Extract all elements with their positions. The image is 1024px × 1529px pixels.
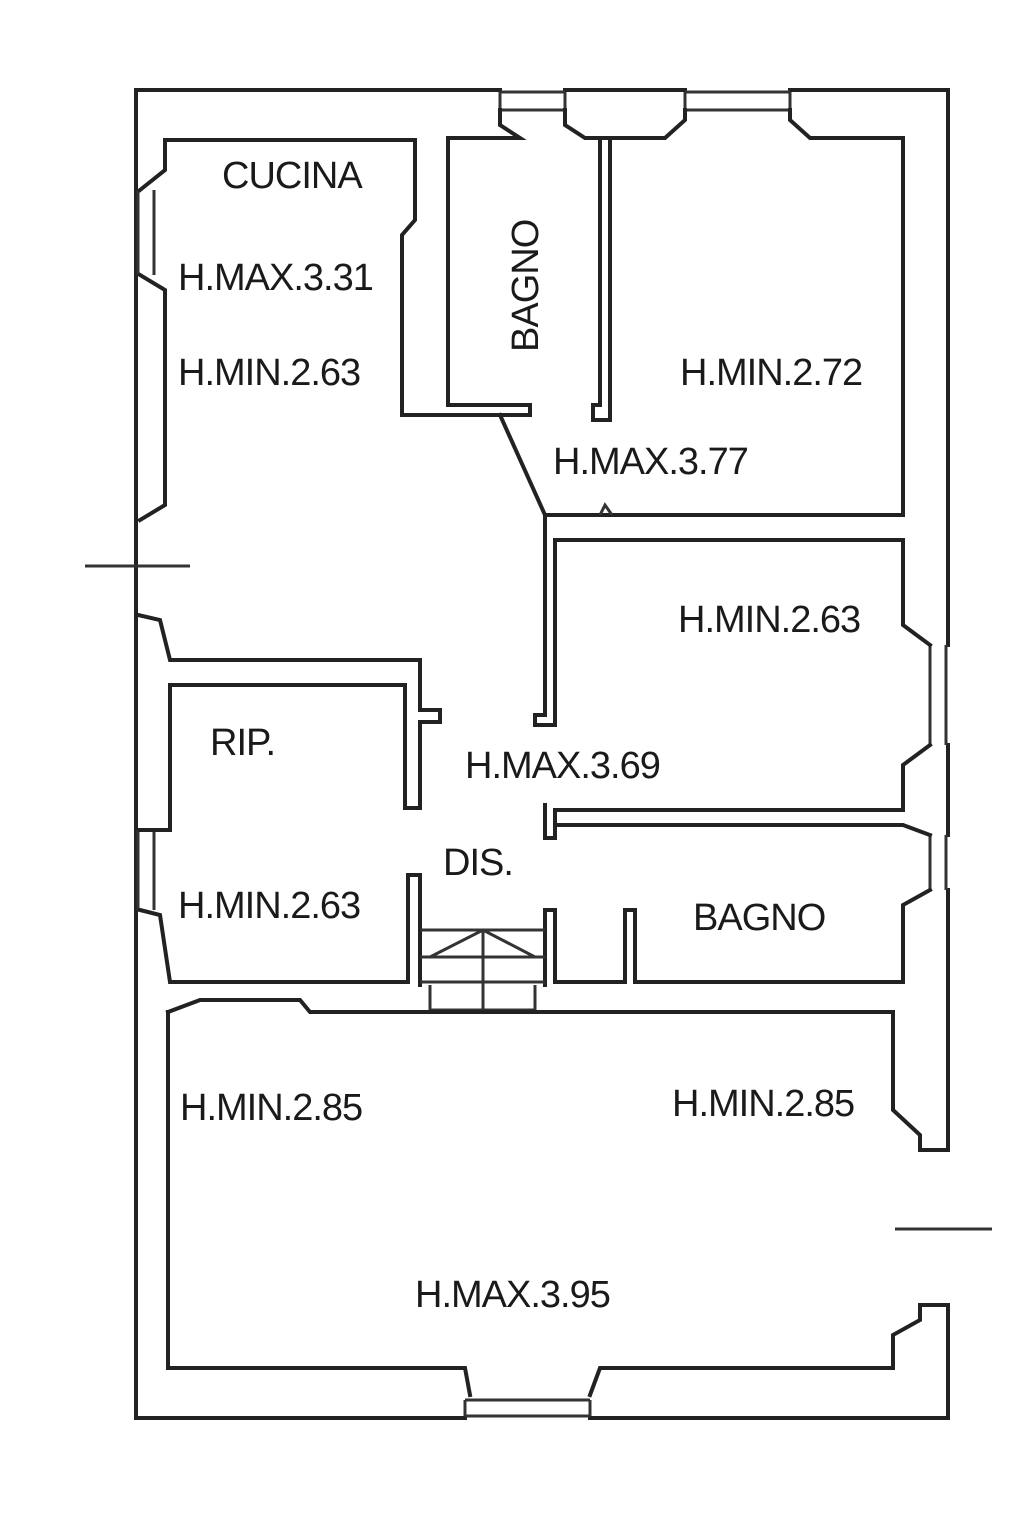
label-dis: DIS. [443, 842, 513, 884]
label-cucina-hmin: H.MIN.2.63 [178, 352, 360, 394]
room-labels: CUCINA H.MAX.3.31 H.MIN.2.63 BAGNO H.MIN… [178, 155, 863, 1316]
label-camera2-hmax: H.MAX.3.69 [465, 745, 660, 787]
label-rip-hmin: H.MIN.2.63 [178, 885, 360, 927]
interior-walls [135, 108, 950, 1398]
label-rip: RIP. [210, 722, 275, 764]
label-soggiorno-hmax: H.MAX.3.95 [415, 1274, 610, 1316]
label-camera1-hmin: H.MIN.2.72 [680, 352, 862, 394]
label-bagno-top: BAGNO [505, 220, 547, 352]
label-soggiorno-hmin-right: H.MIN.2.85 [672, 1083, 854, 1125]
outer-walls [85, 88, 992, 1420]
label-camera1-hmax: H.MAX.3.77 [553, 441, 748, 483]
label-camera2-hmin: H.MIN.2.63 [678, 599, 860, 641]
windows [136, 90, 948, 1418]
label-soggiorno-hmin-left: H.MIN.2.85 [180, 1087, 362, 1129]
label-cucina: CUCINA [222, 155, 363, 197]
label-cucina-hmax: H.MAX.3.31 [178, 257, 373, 299]
label-bagno-2: BAGNO [693, 897, 825, 939]
